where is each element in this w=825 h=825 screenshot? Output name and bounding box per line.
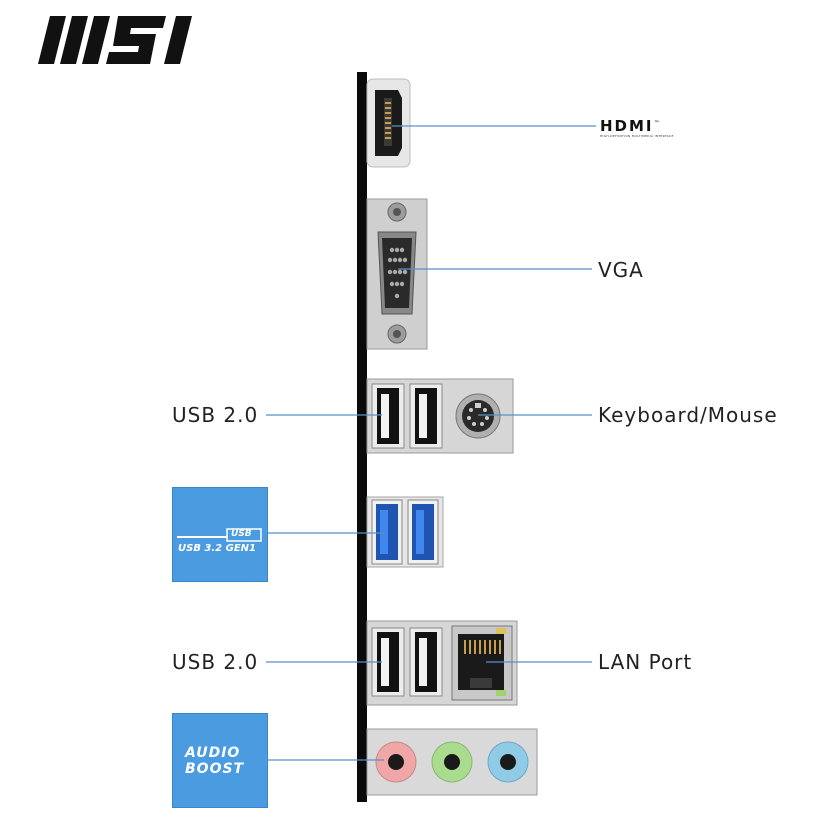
usb20-lan-block bbox=[366, 620, 518, 706]
audio-badge-line1: AUDIO bbox=[185, 745, 241, 761]
vga-port bbox=[366, 198, 428, 350]
usb32-badge-lines bbox=[177, 528, 262, 542]
usb32-badge-bottom: USB 3.2 GEN1 bbox=[178, 543, 256, 554]
audio-jack-pink bbox=[375, 741, 417, 783]
usb20-top-label: USB 2.0 bbox=[172, 403, 259, 427]
usb32-ports bbox=[366, 496, 444, 568]
lan-label: LAN Port bbox=[598, 650, 693, 674]
usb32-badge-top: USB bbox=[231, 529, 252, 539]
msi-logo-mark bbox=[38, 16, 192, 64]
audio-badge-line2: BOOST bbox=[185, 761, 245, 777]
keyboard-mouse-label: Keyboard/Mouse bbox=[598, 403, 778, 427]
vga-label: VGA bbox=[598, 258, 644, 282]
hdmi-port bbox=[366, 78, 411, 168]
hdmi-label: HDMI bbox=[600, 117, 654, 135]
hdmi-sub-label: HIGH-DEFINITION MULTIMEDIA INTERFACE bbox=[600, 134, 674, 138]
usb20-bottom-label: USB 2.0 bbox=[172, 650, 259, 674]
msi-logo bbox=[38, 8, 213, 74]
usb32-gen1-badge: USB USB 3.2 GEN1 bbox=[172, 487, 268, 582]
usb20-ps2-block bbox=[366, 378, 514, 454]
audio-jacks bbox=[366, 728, 538, 796]
audio-jack-green bbox=[431, 741, 473, 783]
hdmi-logo: HDMI™ HIGH-DEFINITION MULTIMEDIA INTERFA… bbox=[600, 117, 674, 139]
audio-jack-blue bbox=[487, 741, 529, 783]
hdmi-trademark: ™ bbox=[653, 120, 662, 127]
io-panel-bar bbox=[357, 72, 367, 802]
audio-boost-badge: AUDIO BOOST bbox=[172, 713, 268, 808]
